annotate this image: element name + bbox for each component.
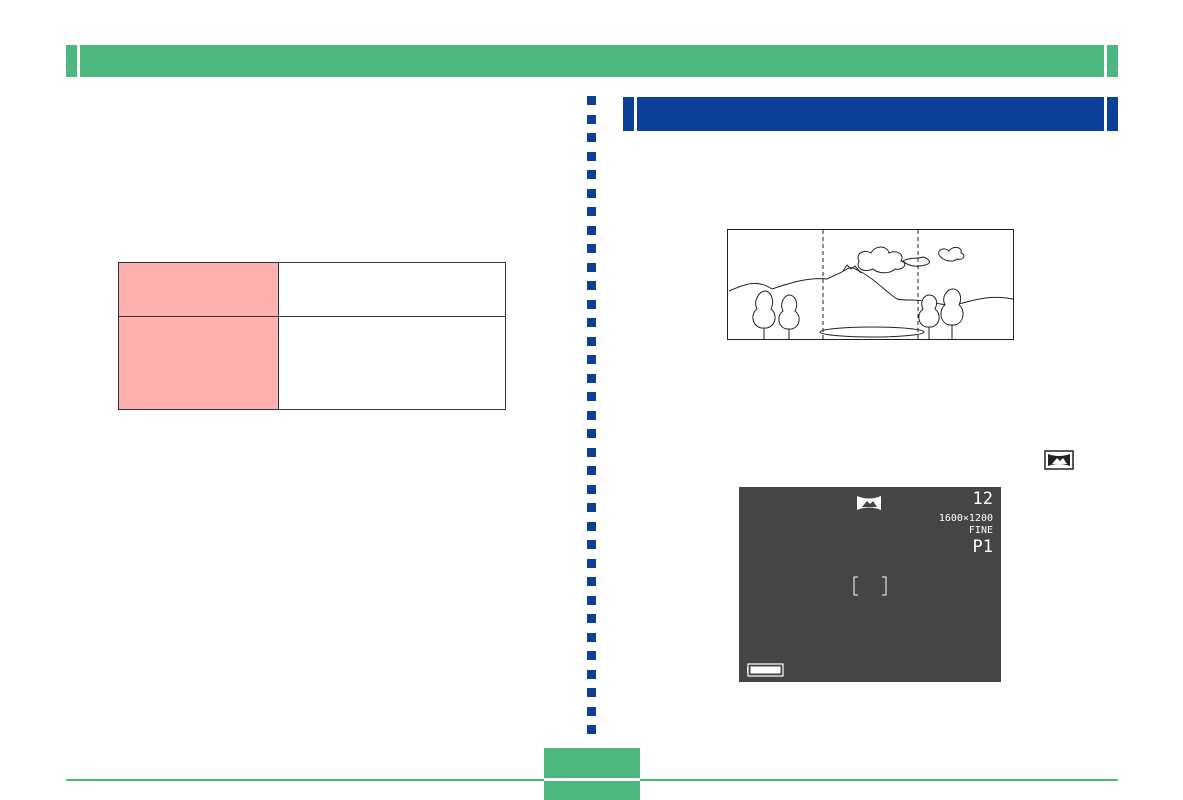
- divider-dot: [587, 466, 596, 475]
- table-row-2-value: [279, 317, 505, 409]
- panorama-illustration: [727, 229, 1014, 340]
- divider-dot: [587, 392, 596, 401]
- section-notch-left: [634, 97, 637, 131]
- divider-dot: [587, 651, 596, 660]
- divider-dot: [587, 244, 596, 253]
- panorama-mode-icon: [1044, 450, 1074, 470]
- divider-dot: [587, 355, 596, 364]
- battery-icon: [747, 663, 784, 677]
- table-row-1-label: [119, 263, 279, 317]
- top-banner: [66, 45, 1118, 77]
- focus-frame-icon: [853, 576, 887, 596]
- divider-dot: [587, 411, 596, 420]
- banner-notch-right: [1104, 45, 1107, 77]
- divider-dot: [587, 596, 596, 605]
- divider-dot: [587, 540, 596, 549]
- table-row-1-value: [279, 263, 505, 317]
- divider-dot: [587, 633, 596, 642]
- recording-mode: P1: [972, 537, 993, 557]
- divider-dot: [587, 577, 596, 586]
- divider-dot: [587, 707, 596, 716]
- page-tab: [544, 748, 640, 800]
- divider-dot: [587, 522, 596, 531]
- table-row-2-label: [119, 317, 279, 409]
- divider-dot: [587, 503, 596, 512]
- divider-dot: [587, 96, 596, 105]
- divider-dot: [587, 115, 596, 124]
- divider-dot: [587, 688, 596, 697]
- section-header-bar: [623, 97, 1118, 131]
- divider-dot: [587, 226, 596, 235]
- divider-dot: [587, 152, 596, 161]
- divider-dot: [587, 133, 596, 142]
- section-notch-right: [1104, 97, 1107, 131]
- divider-dot: [587, 448, 596, 457]
- divider-dot: [587, 263, 596, 272]
- divider-dot: [587, 170, 596, 179]
- divider-dot: [587, 485, 596, 494]
- divider-dot: [587, 670, 596, 679]
- image-size: 1600×1200: [938, 513, 993, 524]
- divider-dot: [587, 374, 596, 383]
- image-quality: FINE: [968, 525, 993, 536]
- divider-dot: [587, 429, 596, 438]
- divider-dot: [587, 725, 596, 734]
- divider-dot: [587, 337, 596, 346]
- shots-remaining: 12: [972, 489, 993, 509]
- banner-notch-left: [77, 45, 80, 77]
- divider-dot: [587, 559, 596, 568]
- divider-dot: [587, 300, 596, 309]
- lcd-monitor: 12 1600×1200 FINE P1: [739, 487, 1001, 682]
- divider-dot: [587, 189, 596, 198]
- divider-dot: [587, 207, 596, 216]
- lcd-panorama-icon: [857, 496, 881, 510]
- column-divider: [587, 96, 596, 736]
- divider-dot: [587, 614, 596, 623]
- page-tab-gap: [544, 778, 640, 781]
- divider-dot: [587, 281, 596, 290]
- divider-dot: [587, 318, 596, 327]
- info-table: [118, 262, 506, 410]
